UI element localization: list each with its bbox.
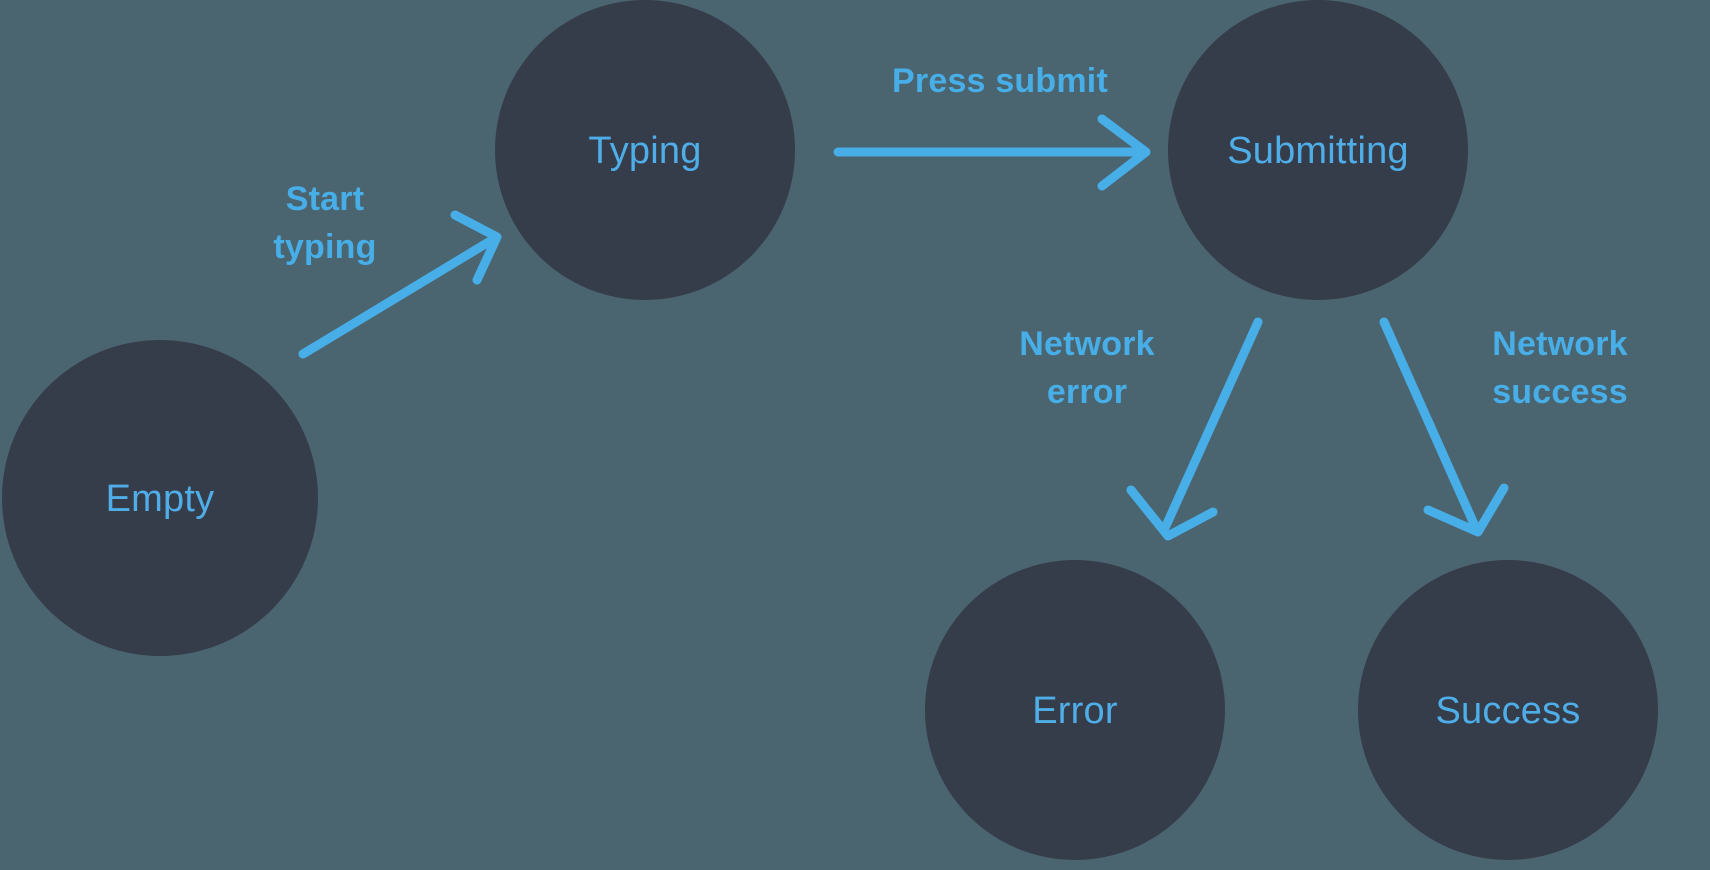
arrowhead-network-error: [1126, 485, 1218, 541]
state-circle-empty[interactable]: [2, 340, 318, 656]
state-circle-submitting[interactable]: [1168, 0, 1468, 300]
state-node-empty[interactable]: Empty: [2, 340, 318, 656]
state-circle-success[interactable]: [1358, 560, 1658, 860]
transition-line-network-error: [1160, 317, 1263, 533]
transition-line-network-success: [1379, 317, 1479, 529]
transition-label-press-submit: Press submit: [892, 62, 1108, 100]
transition-network-success[interactable]: [1379, 317, 1509, 537]
state-label-success: Success: [1435, 690, 1580, 732]
transition-line-start-typing: [298, 235, 497, 359]
state-node-error[interactable]: Error: [925, 560, 1225, 860]
state-node-typing[interactable]: Typing: [495, 0, 795, 300]
state-label-empty: Empty: [106, 478, 215, 520]
transition-label-press-submit-text: Press submit: [892, 62, 1108, 100]
state-circle-error[interactable]: [925, 560, 1225, 860]
state-label-error: Error: [1032, 690, 1118, 732]
state-node-submitting[interactable]: Submitting: [1168, 0, 1468, 300]
state-label-typing: Typing: [588, 130, 701, 172]
state-circle-typing[interactable]: [495, 0, 795, 300]
transition-press-submit[interactable]: [833, 114, 1151, 191]
state-node-success[interactable]: Success: [1358, 560, 1658, 860]
state-label-submitting: Submitting: [1227, 130, 1409, 172]
transition-start-typing[interactable]: [298, 210, 502, 359]
arrowhead-network-success: [1423, 483, 1509, 537]
transition-network-error[interactable]: [1126, 317, 1263, 541]
arrowhead-start-typing: [450, 210, 502, 285]
arrowhead-press-submit: [1097, 114, 1151, 191]
